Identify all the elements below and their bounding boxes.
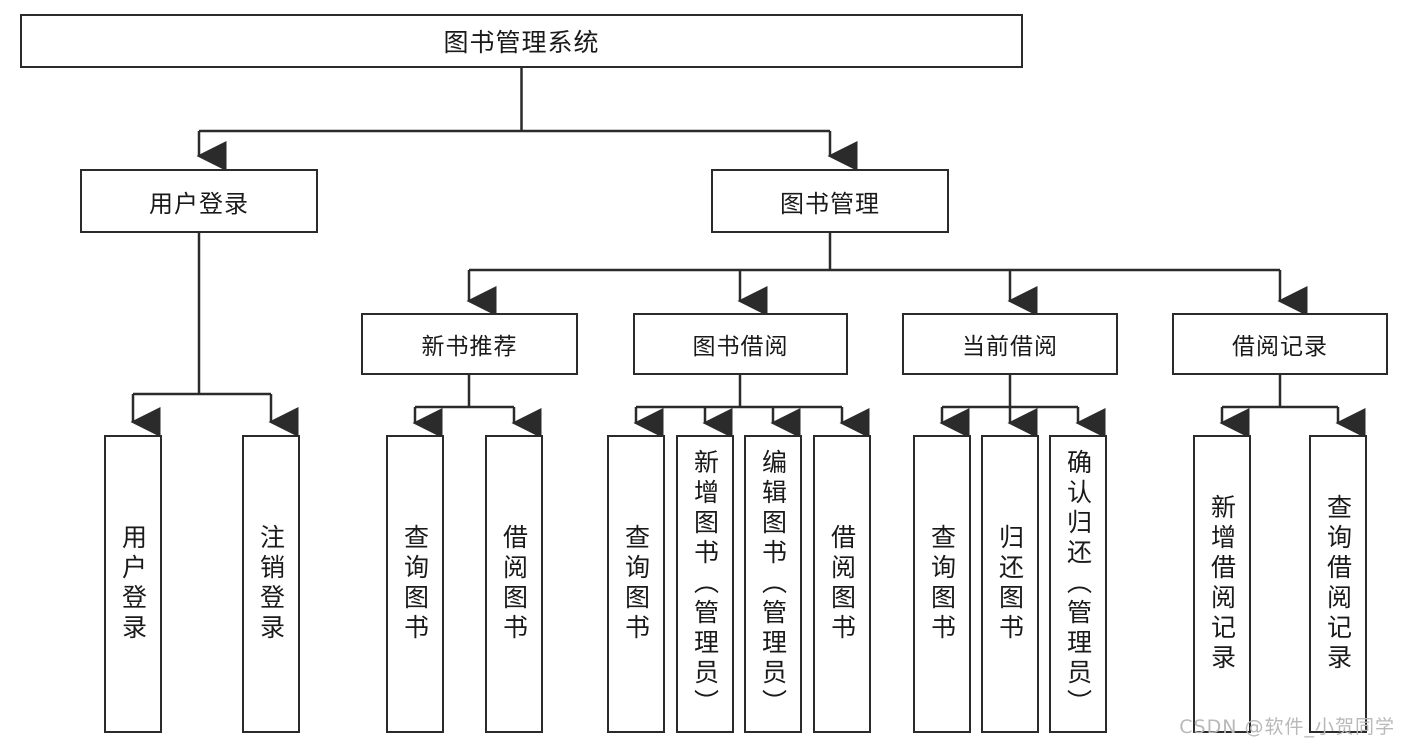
node-leaf-borrow-book-recommend[interactable]: 借阅图书 bbox=[485, 435, 543, 733]
node-leaf-query-book-current[interactable]: 查询图书 bbox=[913, 435, 971, 733]
node-label: 查询借阅记录 bbox=[1323, 494, 1353, 674]
node-label: 新增借阅记录 bbox=[1207, 494, 1237, 674]
node-leaf-borrow-book[interactable]: 借阅图书 bbox=[813, 435, 871, 733]
node-label: 编辑图书（管理员） bbox=[758, 449, 788, 719]
node-book-management[interactable]: 图书管理 bbox=[711, 169, 949, 233]
node-leaf-query-borrow-record[interactable]: 查询借阅记录 bbox=[1309, 435, 1367, 733]
watermark-text: CSDN @软件_小贺同学 bbox=[1179, 716, 1395, 738]
node-leaf-logout[interactable]: 注销登录 bbox=[242, 435, 300, 733]
node-leaf-query-book-recommend[interactable]: 查询图书 bbox=[386, 435, 444, 733]
node-label: 用户登录 bbox=[149, 189, 249, 218]
node-label: 查询图书 bbox=[621, 524, 651, 644]
node-book-borrow[interactable]: 图书借阅 bbox=[633, 313, 848, 375]
node-leaf-query-book-borrow[interactable]: 查询图书 bbox=[607, 435, 665, 733]
node-leaf-add-book-admin[interactable]: 新增图书（管理员） bbox=[676, 435, 734, 733]
node-leaf-confirm-return-admin[interactable]: 确认归还（管理员） bbox=[1049, 435, 1107, 733]
node-label: 图书借阅 bbox=[692, 334, 789, 360]
node-label: 归还图书 bbox=[995, 524, 1025, 644]
node-current-borrow[interactable]: 当前借阅 bbox=[902, 313, 1118, 375]
node-leaf-user-login[interactable]: 用户登录 bbox=[104, 435, 162, 733]
node-leaf-edit-book-admin[interactable]: 编辑图书（管理员） bbox=[744, 435, 802, 733]
node-label: 用户登录 bbox=[118, 524, 148, 644]
node-label: 借阅图书 bbox=[827, 524, 857, 644]
node-label: 图书管理系统 bbox=[443, 28, 600, 57]
node-new-book-recommend[interactable]: 新书推荐 bbox=[361, 313, 578, 375]
node-borrow-record[interactable]: 借阅记录 bbox=[1172, 313, 1388, 375]
node-label: 注销登录 bbox=[256, 524, 286, 644]
node-label: 新增图书（管理员） bbox=[690, 449, 720, 719]
node-leaf-return-book[interactable]: 归还图书 bbox=[981, 435, 1039, 733]
node-label: 新书推荐 bbox=[421, 334, 518, 360]
node-label: 借阅图书 bbox=[499, 524, 529, 644]
node-leaf-add-borrow-record[interactable]: 新增借阅记录 bbox=[1193, 435, 1251, 733]
node-label: 借阅记录 bbox=[1232, 334, 1328, 360]
node-label: 当前借阅 bbox=[962, 334, 1058, 360]
node-label: 图书管理 bbox=[780, 189, 880, 218]
node-label: 查询图书 bbox=[927, 524, 957, 644]
node-label: 查询图书 bbox=[400, 524, 430, 644]
node-user-login[interactable]: 用户登录 bbox=[80, 169, 318, 233]
node-root-book-management-system[interactable]: 图书管理系统 bbox=[20, 14, 1023, 68]
node-label: 确认归还（管理员） bbox=[1063, 449, 1093, 719]
